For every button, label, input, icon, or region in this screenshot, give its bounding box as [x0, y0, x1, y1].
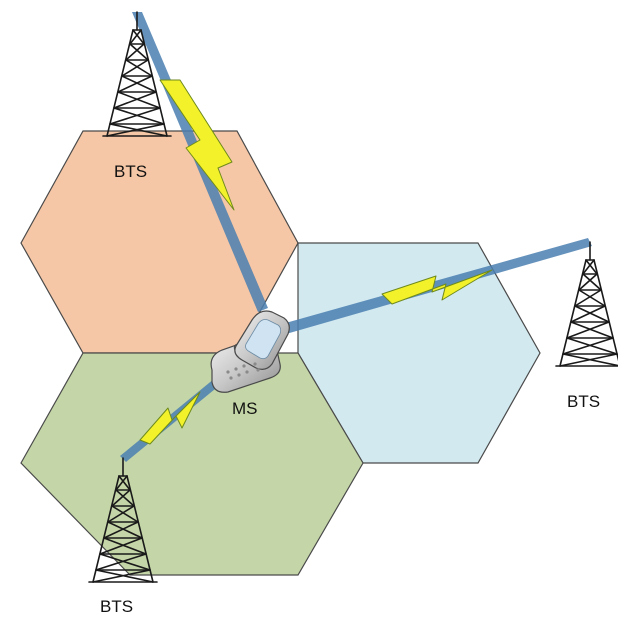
radio-link-top	[132, 12, 268, 312]
lightning-bolt-right-icon	[381, 269, 493, 305]
radio-link-bottom	[120, 374, 226, 462]
mobile-phone-icon	[210, 310, 290, 393]
lightning-bolt-bottom-icon	[139, 391, 201, 445]
mobile-station: MS	[210, 310, 290, 418]
tower-top: BTS	[102, 11, 172, 181]
cell-layer	[20, 130, 541, 576]
tower-label-top: BTS	[114, 162, 147, 181]
radio-links	[120, 12, 592, 462]
antenna-tower-bottom-icon	[88, 457, 158, 583]
antenna-tower-right-icon	[555, 241, 618, 367]
antenna-tower-top-icon	[102, 11, 172, 137]
tower-label-bottom: BTS	[100, 597, 133, 616]
link-band-right	[282, 238, 592, 334]
tower-right: BTS	[555, 241, 618, 411]
cell-bottom	[20, 352, 364, 576]
lightning-bolt-top-icon	[159, 79, 235, 211]
radio-link-right	[282, 238, 592, 334]
mobile-label: MS	[232, 399, 258, 418]
tower-bottom: BTS	[88, 457, 158, 616]
tower-label-right: BTS	[567, 392, 600, 411]
